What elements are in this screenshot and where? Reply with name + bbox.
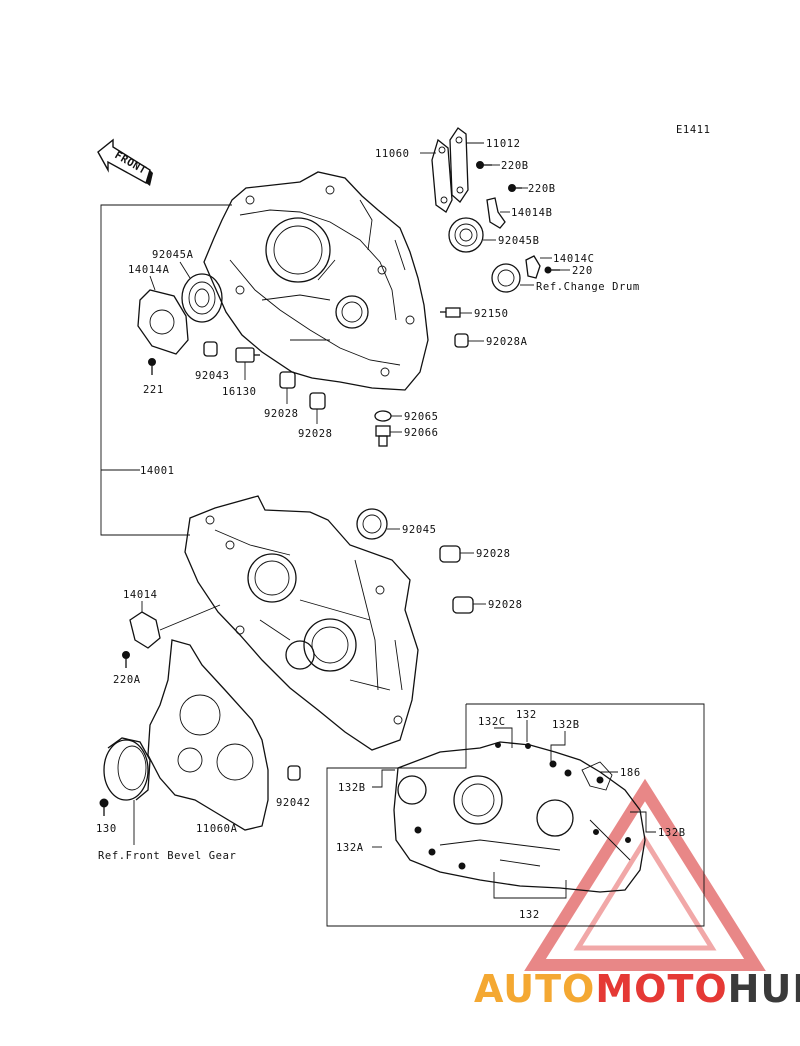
label-132b-top: 132B <box>552 719 580 731</box>
label-11012: 11012 <box>486 138 521 150</box>
bolt-220b-2-part <box>508 184 522 192</box>
washer-92065-part <box>374 410 392 422</box>
label-92150: 92150 <box>474 308 509 320</box>
watermark-auto: AUTO <box>474 967 595 1011</box>
label-132c: 132C <box>478 716 506 728</box>
label-132-top: 132 <box>516 709 537 721</box>
bearing-92045a-part <box>181 273 223 323</box>
watermark-logo-icon <box>524 778 766 971</box>
bolt-220a-part <box>122 651 130 668</box>
bracket-14014b-part <box>486 197 506 229</box>
label-92042: 92042 <box>276 797 311 809</box>
dowel-92028-4-part <box>452 596 474 614</box>
bearing-92045-part <box>356 508 388 540</box>
label-220b-1: 220B <box>501 160 529 172</box>
lower-crankcase-part <box>184 495 419 751</box>
label-16130: 16130 <box>222 386 257 398</box>
label-132a: 132A <box>336 842 364 854</box>
bracket-14014-part <box>129 611 161 649</box>
diagram-code: E1411 <box>676 124 711 136</box>
bolt-220-part <box>544 266 560 274</box>
label-220b-2: 220B <box>528 183 556 195</box>
dowel-92043-part <box>203 341 218 357</box>
label-92065: 92065 <box>404 411 439 423</box>
watermark-text: AUTOMOTOHUB <box>474 967 800 1011</box>
label-92028-3: 92028 <box>476 548 511 560</box>
plate-14014a-part <box>137 289 189 355</box>
bearing-92045b-part <box>448 217 484 253</box>
label-92045: 92045 <box>402 524 437 536</box>
assembly-bracket <box>100 204 232 536</box>
label-14014: 14014 <box>123 589 158 601</box>
bracket-14014c-part <box>525 255 541 279</box>
label-11060a: 11060A <box>196 823 238 835</box>
label-92028-1: 92028 <box>264 408 299 420</box>
bolt-130-part <box>99 798 109 816</box>
label-92028a: 92028A <box>486 336 528 348</box>
label-ref-change-drum: Ref.Change Drum <box>536 281 640 293</box>
label-92066: 92066 <box>404 427 439 439</box>
switch-16130-part <box>235 347 260 363</box>
label-11060: 11060 <box>375 148 410 160</box>
bolt-221-part <box>148 358 156 375</box>
label-132-bottom: 132 <box>519 909 540 921</box>
front-bevel-gear-part <box>103 737 151 801</box>
dowel-92028a-part <box>454 333 469 348</box>
label-14001: 14001 <box>140 465 175 477</box>
label-14014c: 14014C <box>553 253 595 265</box>
inset-bolt-dots <box>414 742 631 870</box>
dowel-92028-2-part <box>309 392 326 410</box>
label-130: 130 <box>96 823 117 835</box>
dowel-92028-3-part <box>439 545 461 563</box>
label-92028-2: 92028 <box>298 428 333 440</box>
change-drum-bearing-part <box>491 263 521 293</box>
label-132b-left: 132B <box>338 782 366 794</box>
label-92045b: 92045B <box>498 235 540 247</box>
label-221: 221 <box>143 384 164 396</box>
label-220: 220 <box>572 265 593 277</box>
bolt-220b-part <box>476 161 492 169</box>
front-arrow-icon: FRONT <box>97 138 153 186</box>
inset-box <box>326 703 705 927</box>
gasket-11060a-part <box>147 639 269 831</box>
bolt-92150-part <box>440 307 461 318</box>
label-92043: 92043 <box>195 370 230 382</box>
label-220a: 220A <box>113 674 141 686</box>
label-ref-front-bevel: Ref.Front Bevel Gear <box>98 850 236 862</box>
watermark-hub: HUB <box>728 967 800 1011</box>
cover-11012-part <box>449 127 469 203</box>
watermark-moto: MOTO <box>595 967 727 1011</box>
upper-crankcase-part <box>203 171 429 391</box>
dowel-92042-part <box>287 765 301 781</box>
label-92045a: 92045A <box>152 249 194 261</box>
gasket-11060-part <box>431 138 453 213</box>
label-132b-right: 132B <box>658 827 686 839</box>
label-186: 186 <box>620 767 641 779</box>
label-92028-4: 92028 <box>488 599 523 611</box>
dowel-92028-1-part <box>279 371 296 389</box>
label-14014b: 14014B <box>511 207 553 219</box>
label-14014a: 14014A <box>128 264 170 276</box>
plug-92066-part <box>375 425 391 447</box>
